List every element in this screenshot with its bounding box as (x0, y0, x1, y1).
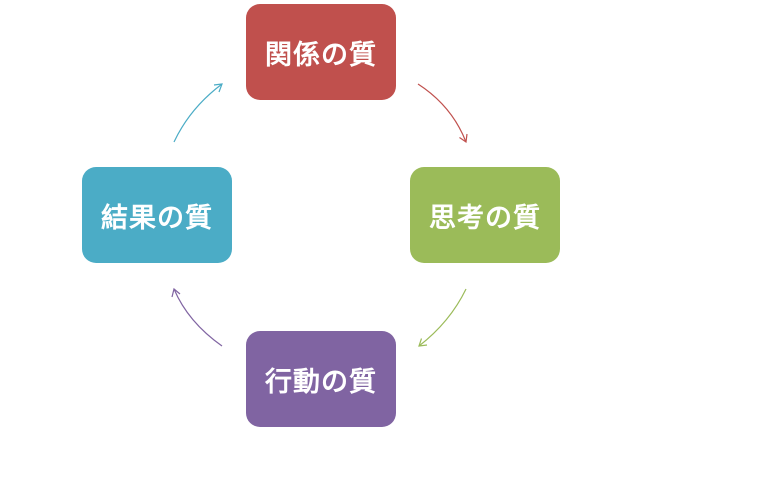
arrow-thinking-to-action (418, 288, 467, 347)
arrow-relationship-to-thinking (417, 83, 467, 143)
arrow-result-to-relationship (173, 83, 223, 143)
arrowhead-result-to-relationship (213, 83, 223, 93)
arrowhead-action-to-result (171, 287, 181, 298)
node-relationship-quality: 関係の質 (246, 4, 396, 100)
arrow-action-to-result (173, 288, 223, 347)
arrowhead-relationship-to-thinking (459, 133, 468, 144)
arrowhead-thinking-to-action (418, 338, 428, 347)
node-result-quality: 結果の質 (82, 167, 232, 263)
node-thinking-quality: 思考の質 (410, 167, 560, 263)
node-action-quality: 行動の質 (246, 331, 396, 427)
